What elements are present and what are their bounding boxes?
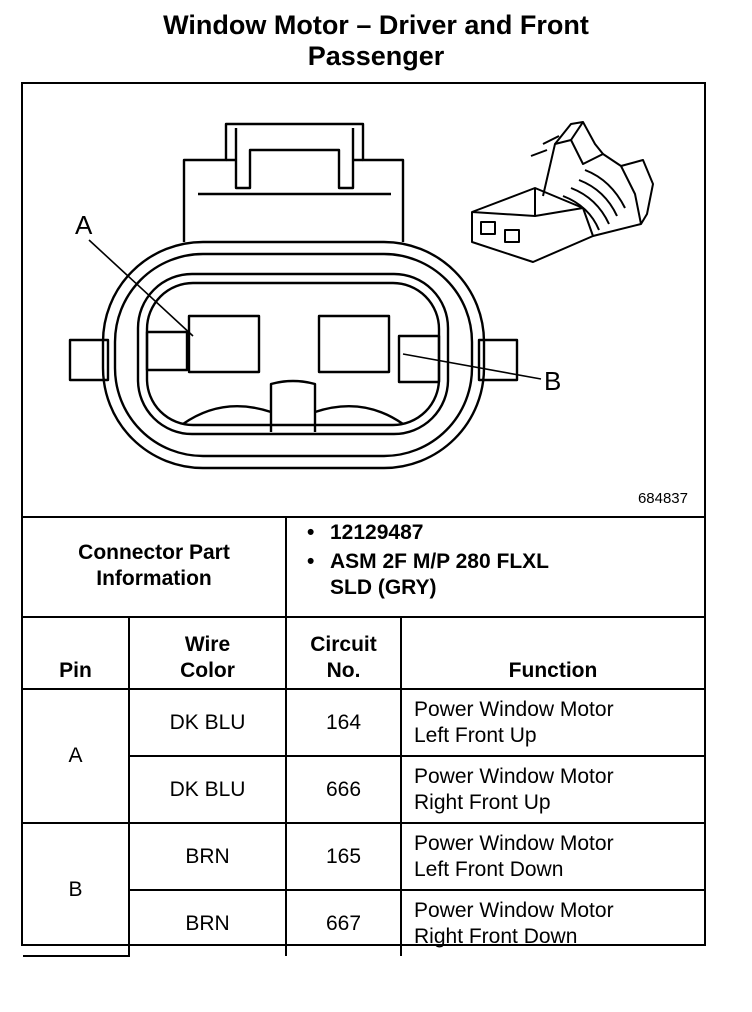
pin-table: Pin Wire Color Circuit No. Function A DK… [23,616,704,957]
circuit-cell: 165 [285,822,402,891]
wire-color-cell: DK BLU [128,688,287,757]
circuit-cell: 667 [285,889,402,956]
mating-connector-illustration [471,121,654,263]
latch-housing [182,122,405,242]
connector-info-heading-line-1: Connector Part [78,541,230,564]
function-line-2: Left Front Up [414,723,537,747]
header-wire-line-2: Color [180,659,235,682]
header-wire-color: Wire Color [128,616,287,690]
leader-a [88,239,194,337]
circuit-cell: 164 [285,688,402,757]
part-description-line-1: ASM 2F M/P 280 FLXL [330,550,549,573]
connector-info-heading: Connector Part Information [23,516,287,616]
table-row: DK BLU 666 Power Window Motor Right Fron… [23,755,704,824]
part-description-line-2: SLD (GRY) [330,576,437,599]
title-line-2: Passenger [307,41,445,71]
wire-color-cell: BRN [128,822,287,891]
wire-color-cell: DK BLU [129,755,287,824]
function-line-2: Left Front Down [414,857,564,881]
header-circuit-no: Circuit No. [285,616,402,690]
header-pin: Pin [23,616,130,690]
connector-sheet: A B 684837 Connector Part Information 12… [21,82,706,957]
connector-shell [101,240,486,470]
connector-cavity [136,272,450,436]
pin-cell: A [23,688,130,824]
table-row: BRN 667 Power Window Motor Right Front D… [23,889,704,956]
function-cell: Power Window Motor Right Front Up [400,755,704,824]
pin-table-header-row: Pin Wire Color Circuit No. Function [23,616,704,690]
connector-drawing: A B 684837 [23,84,704,518]
pin-b-callout: B [544,366,562,396]
connector-info-item: ASM 2F M/P 280 FLXL SLD (GRY) [303,549,693,601]
page-title: Window Motor – Driver and Front Passenge… [0,10,752,72]
function-line-2: Right Front Down [414,924,578,948]
connector-info-item: 12129487 [303,520,693,546]
table-row: B BRN 165 Power Window Motor Left Front … [23,822,704,957]
title-line-1: Window Motor – Driver and Front [163,10,589,40]
leader-b [402,353,542,380]
connector-face-illustration [68,121,654,470]
header-circuit-line-1: Circuit [310,633,377,656]
function-line-1: Power Window Motor [414,764,614,788]
header-function: Function [400,616,704,690]
function-line-2: Right Front Up [414,790,551,814]
left-ear [68,338,110,382]
connector-info-list: 12129487 ASM 2F M/P 280 FLXL SLD (GRY) [303,520,693,604]
right-ear [477,338,519,382]
connector-info-row: Connector Part Information 12129487 ASM … [23,516,704,618]
part-number: 12129487 [330,521,424,544]
pin-a-callout: A [75,210,93,240]
connector-info-heading-line-2: Information [96,567,212,590]
header-circuit-line-2: No. [326,659,361,682]
wire-color-cell: BRN [129,889,287,956]
header-wire-line-1: Wire [184,633,231,656]
circuit-cell: 666 [285,755,402,824]
figure-id: 684837 [637,490,688,507]
function-cell: Power Window Motor Left Front Up [400,688,704,757]
function-cell: Power Window Motor Right Front Down [400,889,704,956]
latch-tab [234,128,355,190]
function-cell: Power Window Motor Left Front Down [400,822,704,891]
function-line-1: Power Window Motor [414,831,614,855]
pin-cell: B [23,822,130,957]
terminal-b [317,314,391,374]
function-line-1: Power Window Motor [414,898,614,922]
table-row: A DK BLU 164 Power Window Motor Left Fro… [23,688,704,824]
function-line-1: Power Window Motor [414,697,614,721]
terminal-a [187,314,261,374]
